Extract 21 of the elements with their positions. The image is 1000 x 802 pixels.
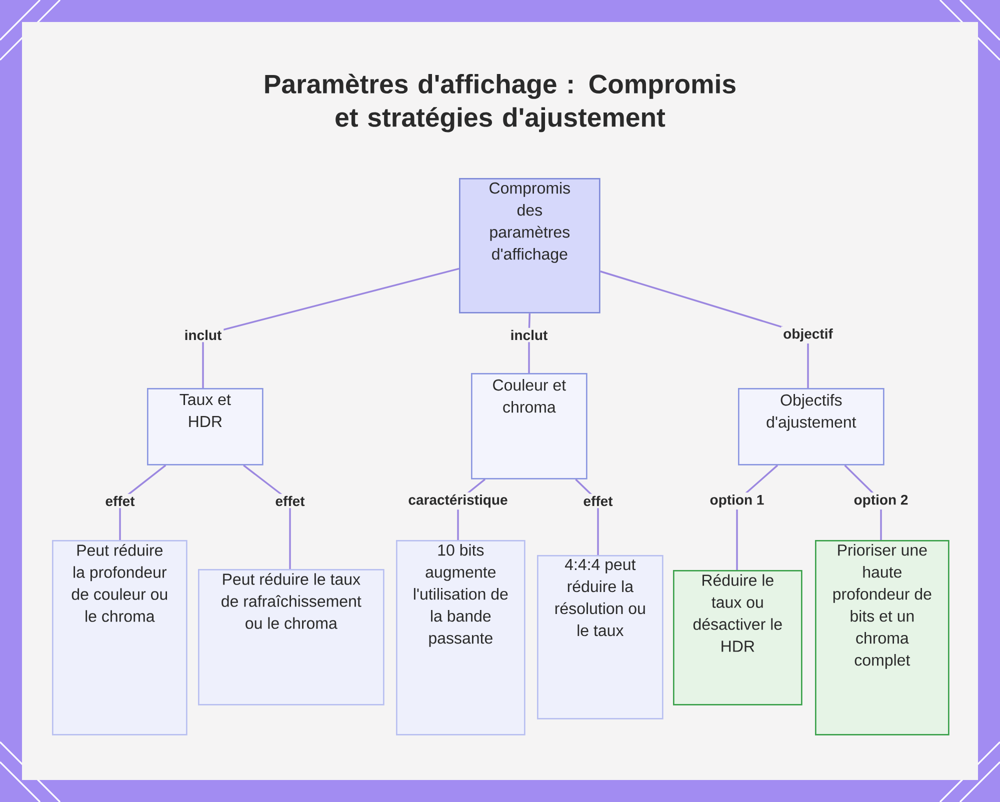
category-box: Couleur et chroma: [471, 373, 588, 480]
effect-box: 10 bits augmente l'utilisation de la bande passante: [396, 540, 526, 736]
effect-box: Peut réduire la profondeur de couleur ou le chroma: [52, 540, 188, 736]
edge-label: option 1: [708, 492, 766, 510]
edge-label: option 2: [852, 492, 910, 510]
connector: [202, 268, 460, 388]
edge-label: effet: [273, 494, 307, 508]
category-box: Taux et HDR: [147, 388, 264, 466]
root-box: Compromis des paramètres d'affichage: [459, 178, 600, 314]
category-box: Objectifs d'ajustement: [738, 388, 884, 466]
edge-label: inclut: [508, 328, 550, 342]
edge-label: objectif: [781, 326, 835, 344]
option-box: Prioriser une haute profondeur de bits et un chroma complet: [815, 540, 950, 736]
effect-box: Peut réduire le taux de rafraîchissement ou le chroma: [198, 569, 384, 706]
title: Paramètres d'affichage : Compromis et stratégies d'ajustement: [265, 74, 736, 132]
edge-label: caractéristique: [406, 492, 510, 510]
option-box: Réduire le taux ou désactiver le HDR: [673, 570, 802, 706]
edge-label: inclut: [182, 328, 224, 342]
edge-label: effet: [103, 494, 137, 508]
edge-label: effet: [581, 494, 615, 508]
effect-box: 4:4:4 peut réduire la résolution ou le taux: [537, 555, 664, 720]
